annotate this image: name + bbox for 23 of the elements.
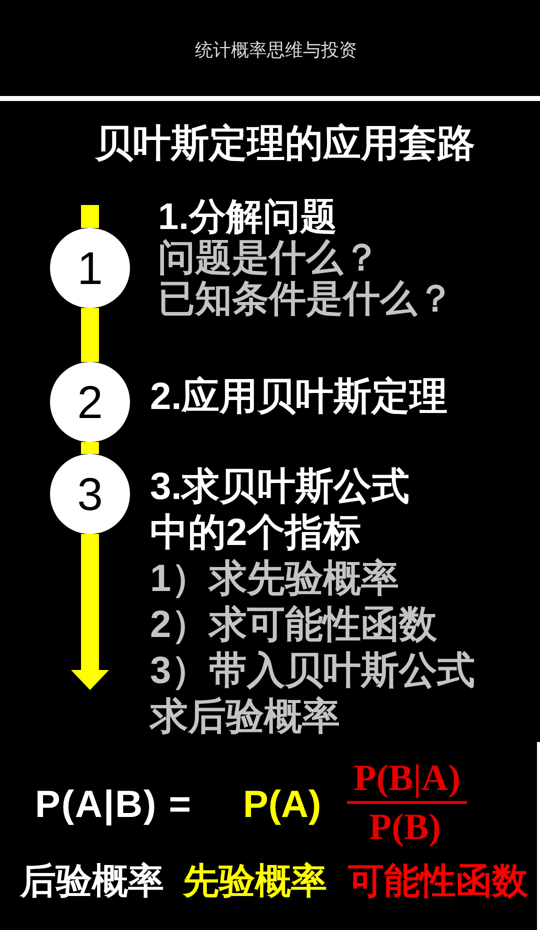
formula-text: P(A): [243, 783, 322, 828]
term-label: 后验概率: [20, 859, 164, 903]
formula-numerator: P(B|A): [354, 757, 460, 801]
term-label: 可能性函数: [348, 859, 528, 903]
step-heading: 3.求贝叶斯公式中的2个指标: [150, 465, 411, 556]
step-text: 已知条件是什么？: [158, 278, 454, 319]
timeline-line: [81, 442, 99, 454]
term-label: 先验概率: [183, 859, 327, 903]
step-text: 3）带入贝叶斯公式求后验概率: [150, 649, 476, 740]
step-text: 问题是什么？: [158, 237, 380, 278]
timeline-line: [81, 308, 99, 362]
step-heading: 2.应用贝叶斯定理: [150, 376, 448, 418]
step-heading: 1.分解问题: [158, 196, 337, 237]
header-text: 统计概率思维与投资: [195, 39, 357, 61]
step-circle: 2: [50, 362, 130, 442]
step-circle: 3: [50, 454, 130, 534]
step-text: 2）求可能性函数: [150, 603, 438, 648]
formula-denominator: P(B): [369, 806, 441, 850]
formula-text: P(A|B) =: [35, 783, 192, 828]
timeline-line: [81, 205, 99, 228]
title: 贝叶斯定理的应用套路: [95, 122, 475, 166]
step-text: 1）求先验概率: [150, 557, 400, 602]
step-circle: 1: [50, 228, 130, 308]
